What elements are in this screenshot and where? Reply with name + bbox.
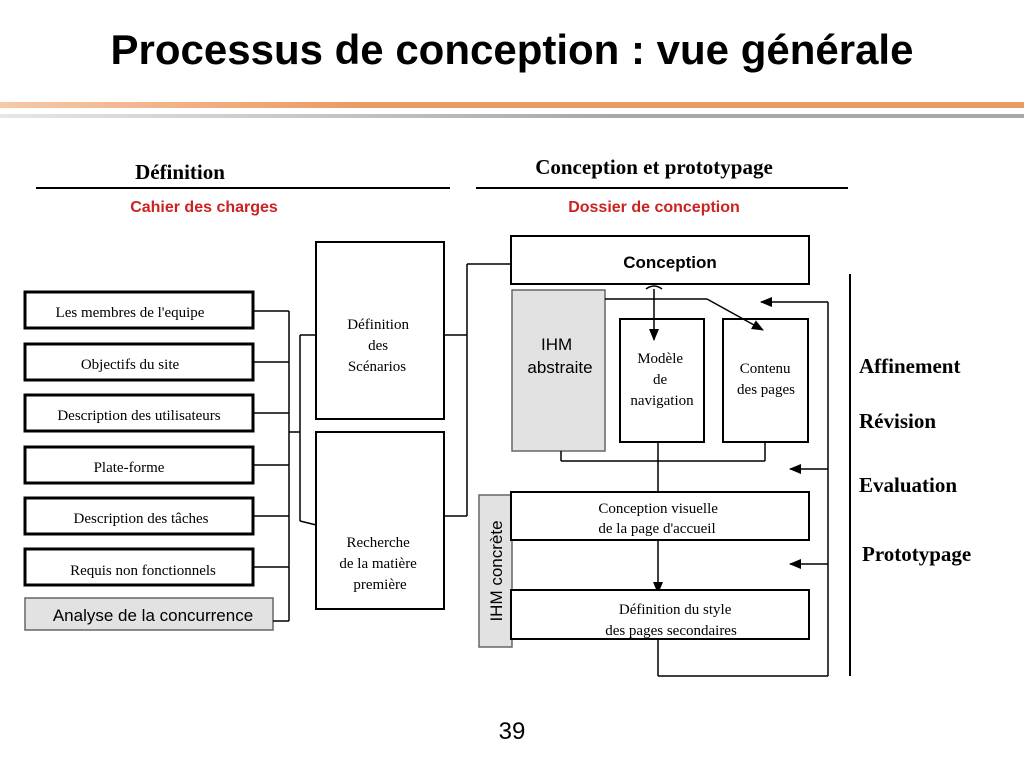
- input-box-label: Plate-forme: [94, 460, 165, 476]
- phase-conception-heading: Conception et prototypage: [535, 155, 773, 179]
- conception-visuelle-box: Conception visuelle de la page d'accueil: [510, 491, 810, 541]
- middle-to-conception-connector: [444, 264, 468, 517]
- recherche-line: de la matière: [339, 556, 417, 572]
- scenarios-line: des: [368, 338, 388, 354]
- svg-text:Recherche de la matière: Recherche de la matière première: [339, 535, 420, 593]
- ihm-concrete-label: IHM concrète: [487, 520, 506, 621]
- ihm-concrete-box: IHM concrète: [478, 494, 513, 648]
- iteration-label-evaluation: Evaluation: [859, 473, 957, 497]
- svg-text:Conception visuelle de l: Conception visuelle de la page d'accueil: [598, 501, 721, 537]
- definition-style-box: Définition du style des pages secondaire…: [510, 589, 810, 640]
- modele-line: Modèle: [637, 351, 683, 367]
- iteration-label-revision: Révision: [859, 409, 936, 433]
- ihm-abstraite-line: abstraite: [527, 358, 592, 377]
- input-box-label: Objectifs du site: [81, 357, 180, 373]
- contenu-line: des pages: [737, 382, 795, 398]
- svg-text:Définition des Scé: Définition des Scénarios: [347, 317, 412, 375]
- input-box-concurrence: Analyse de la concurrence: [24, 597, 274, 631]
- iteration-label-affinement: Affinement: [859, 354, 960, 378]
- visuelle-line: Conception visuelle: [598, 501, 718, 517]
- conception-header-label: Conception: [623, 253, 717, 272]
- phase-definition-deliverable: Cahier des charges: [130, 199, 278, 216]
- page-title: Processus de conception : vue générale: [110, 26, 914, 73]
- svg-text:Contenu des pages: Contenu des pages: [737, 361, 795, 398]
- modele-line: navigation: [630, 393, 694, 409]
- svg-text:Modèle de navigati: Modèle de navigation: [630, 351, 694, 409]
- title-rule-orange: [0, 102, 1024, 108]
- contenu-pages-box: Contenu des pages: [722, 318, 809, 443]
- arrow-to-contenu: [706, 298, 764, 331]
- page-number: 39: [498, 718, 526, 745]
- conception-header-box: Conception: [510, 235, 810, 285]
- input-box-objectifs: Objectifs du site: [23, 342, 255, 382]
- ihm-abstraite-line: IHM: [541, 335, 572, 354]
- title-rule-gray: [0, 114, 1024, 118]
- abstract-merge-connector: [560, 442, 766, 462]
- input-box-plateforme: Plate-forme: [23, 445, 255, 485]
- input-box-label: Les membres de l'equipe: [56, 305, 205, 321]
- style-line: Définition du style: [619, 602, 732, 618]
- recherche-line: Recherche: [346, 535, 410, 551]
- modele-navigation-box: Modèle de navigation: [619, 318, 705, 443]
- svg-text:IHM abstraite: IHM abstraite: [527, 335, 592, 377]
- box-definition-scenarios: Définition des Scénarios: [315, 241, 445, 420]
- ihm-abstraite-box: IHM abstraite: [511, 289, 606, 452]
- iteration-label-prototypage: Prototypage: [862, 542, 971, 566]
- input-box-utilisateurs: Description des utilisateurs: [23, 393, 255, 433]
- input-box-label: Requis non fonctionnels: [70, 563, 216, 579]
- feedback-loop: [657, 302, 829, 677]
- svg-text:Définition du style des: Définition du style des pages secondaire…: [605, 602, 737, 639]
- scenarios-line: Définition: [347, 317, 409, 333]
- input-box-requis: Requis non fonctionnels: [23, 547, 255, 587]
- recherche-line: première: [353, 577, 407, 593]
- box-recherche-matiere: Recherche de la matière première: [315, 431, 445, 610]
- contenu-line: Contenu: [740, 361, 791, 377]
- input-box-taches: Description des tâches: [23, 496, 255, 536]
- input-box-equipe: Les membres de l'equipe: [23, 290, 255, 330]
- scenarios-line: Scénarios: [348, 359, 406, 375]
- phase-definition-heading: Définition: [135, 160, 225, 184]
- modele-line: de: [653, 372, 668, 388]
- input-box-label: Analyse de la concurrence: [53, 606, 253, 625]
- phase-conception-deliverable: Dossier de conception: [568, 199, 740, 216]
- header-split-connector: [605, 285, 707, 300]
- style-line: des pages secondaires: [605, 623, 737, 639]
- visuelle-line: de la page d'accueil: [598, 521, 715, 537]
- input-box-label: Description des utilisateurs: [57, 408, 220, 424]
- input-box-label: Description des tâches: [74, 511, 209, 527]
- inputs-bracket: [253, 310, 300, 622]
